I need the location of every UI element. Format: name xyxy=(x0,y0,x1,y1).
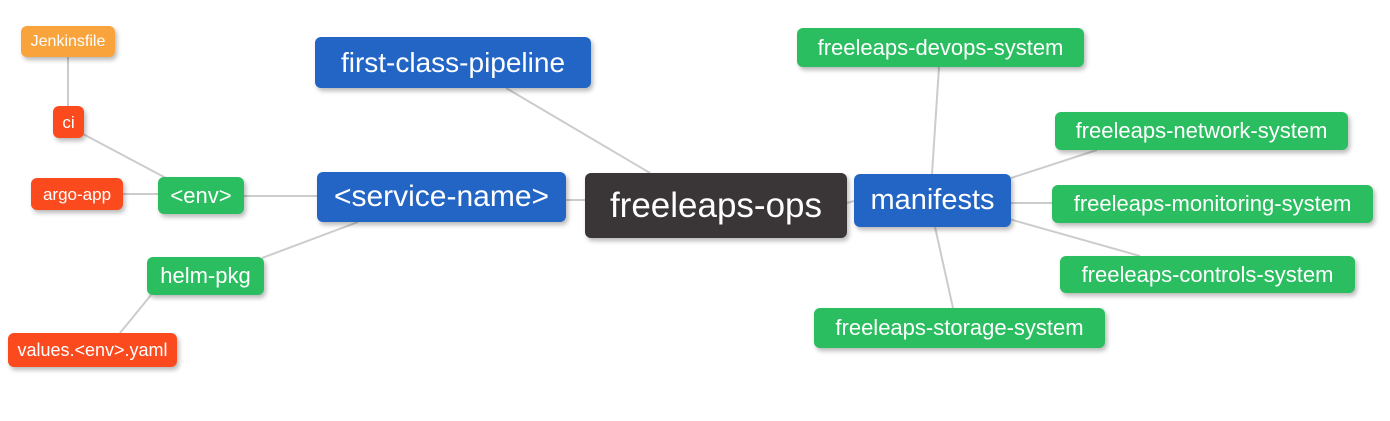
node-label-values-env-yaml: values.<env>.yaml xyxy=(17,340,168,360)
node-label-service-name: <service-name> xyxy=(333,180,550,213)
node-devops-system[interactable]: freeleaps-devops-system xyxy=(797,28,1084,67)
edge-manifests-to-devops-system xyxy=(931,66,940,175)
edge-manifests-to-controls-system xyxy=(1008,218,1141,257)
node-label-env: <env> xyxy=(170,182,232,208)
node-label-network-system: freeleaps-network-system xyxy=(1075,118,1328,143)
edge-freeleaps-ops-to-manifests xyxy=(846,200,855,204)
node-first-class-pipeline[interactable]: first-class-pipeline xyxy=(315,37,591,88)
node-freeleaps-ops[interactable]: freeleaps-ops xyxy=(585,173,847,238)
node-values-env-yaml[interactable]: values.<env>.yaml xyxy=(8,333,177,367)
edge-helm-pkg-to-service-name xyxy=(261,221,359,259)
node-manifests[interactable]: manifests xyxy=(854,174,1011,227)
node-network-system[interactable]: freeleaps-network-system xyxy=(1055,112,1348,150)
node-env[interactable]: <env> xyxy=(158,177,244,214)
edge-manifests-to-network-system xyxy=(1010,149,1098,179)
node-label-manifests: manifests xyxy=(870,184,995,216)
node-controls-system[interactable]: freeleaps-controls-system xyxy=(1060,256,1355,293)
node-label-jenkinsfile: Jenkinsfile xyxy=(30,32,106,50)
node-label-argo-app: argo-app xyxy=(42,184,112,204)
node-label-helm-pkg: helm-pkg xyxy=(160,263,251,288)
node-monitoring-system[interactable]: freeleaps-monitoring-system xyxy=(1052,185,1373,223)
edge-ci-to-env xyxy=(82,133,167,179)
node-label-ci: ci xyxy=(62,112,75,132)
node-label-freeleaps-ops: freeleaps-ops xyxy=(609,186,823,225)
node-service-name[interactable]: <service-name> xyxy=(317,172,566,222)
node-label-storage-system: freeleaps-storage-system xyxy=(835,315,1084,340)
edge-first-class-pipeline-to-freeleaps-ops xyxy=(505,87,651,174)
node-argo-app[interactable]: argo-app xyxy=(31,178,123,210)
edge-values-env-yaml-to-helm-pkg xyxy=(119,294,152,334)
node-storage-system[interactable]: freeleaps-storage-system xyxy=(814,308,1105,348)
edge-manifests-to-storage-system xyxy=(934,226,954,309)
node-label-controls-system: freeleaps-controls-system xyxy=(1081,261,1334,287)
node-label-monitoring-system: freeleaps-monitoring-system xyxy=(1073,191,1352,216)
node-jenkinsfile[interactable]: Jenkinsfile xyxy=(21,26,115,57)
node-label-first-class-pipeline: first-class-pipeline xyxy=(340,46,566,78)
node-helm-pkg[interactable]: helm-pkg xyxy=(147,257,264,295)
node-label-devops-system: freeleaps-devops-system xyxy=(817,34,1064,60)
node-ci[interactable]: ci xyxy=(53,106,84,138)
